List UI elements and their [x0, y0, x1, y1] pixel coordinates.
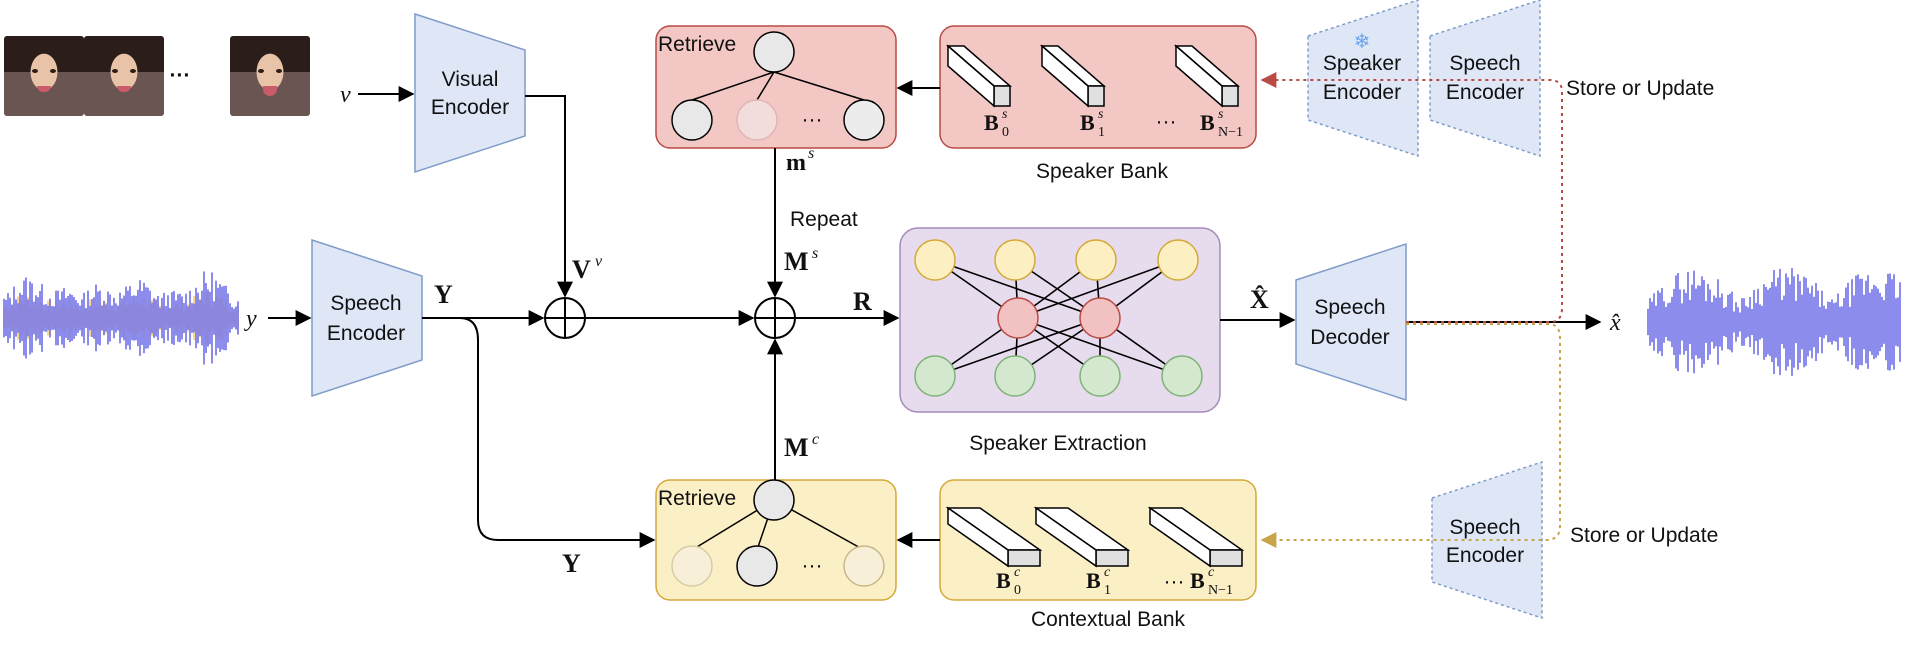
output-neuron: [1079, 355, 1121, 397]
hidden-neuron: [1079, 297, 1121, 339]
ms-sup: s: [808, 145, 814, 162]
frames-ellipsis: ···: [170, 64, 191, 87]
speaker-encoder-label-1: Speaker: [1323, 52, 1401, 75]
speaker-retrieve-label: Retrieve: [658, 33, 736, 56]
contextual-retrieve-node-faded: [671, 545, 713, 587]
Bc1-sup: c: [1104, 565, 1111, 580]
contextual-retrieve-root-node: [753, 479, 795, 521]
V-sup: v: [595, 253, 603, 270]
speech-decoder-label-2: Decoder: [1310, 326, 1389, 349]
speech-encoder-top-label-2: Encoder: [1446, 81, 1524, 104]
speech-encoder-input: [311, 238, 423, 398]
speech-encoder-top: [1429, 0, 1541, 158]
BcN-sup: c: [1208, 565, 1215, 580]
speaker-encoder-label-2: Encoder: [1323, 81, 1401, 104]
Bs1-symbol: B: [1080, 110, 1095, 135]
BsN-sup: s: [1218, 107, 1224, 122]
Bc0-sup: c: [1014, 565, 1021, 580]
R-symbol: R: [853, 287, 872, 316]
face-frame-2: [84, 36, 164, 116]
visual-encoder: [414, 12, 526, 174]
speaker-store-update-path: [1260, 72, 1563, 323]
Ms-symbol: M: [784, 247, 809, 276]
contextual-retrieve-ellipsis: ···: [802, 554, 823, 577]
BsN-sub: N−1: [1218, 125, 1243, 140]
speech-encoder-top-label-1: Speech: [1449, 52, 1520, 75]
speaker-extraction-label: Speaker Extraction: [969, 432, 1146, 455]
output-neuron: [1161, 355, 1203, 397]
face-frame-1: [4, 36, 84, 116]
v-symbol: v: [340, 82, 351, 108]
speech-decoder-label-1: Speech: [1314, 296, 1385, 319]
speech-encoder-input-label-1: Speech: [330, 292, 401, 315]
speech-decoder: [1295, 242, 1407, 402]
input-neuron: [1075, 239, 1117, 281]
Ms-sup: s: [812, 245, 818, 262]
contextual-retrieve-node-faded: [843, 545, 885, 587]
Mc-sup: c: [812, 431, 819, 448]
Bc0-sub: 0: [1014, 583, 1021, 598]
contextual-bank-ellipsis: ···: [1164, 570, 1185, 593]
speaker-bank-label: Speaker Bank: [1036, 160, 1168, 183]
output-waveform: [1647, 268, 1901, 376]
speaker-encoder: [1307, 0, 1419, 158]
BcN-symbol: B: [1190, 568, 1205, 593]
speech-encoder-bottom-label-2: Encoder: [1446, 544, 1524, 567]
Bs1-sub: 1: [1098, 125, 1105, 140]
contextual-retrieve-node: [736, 545, 778, 587]
speaker-bank-ellipsis: ···: [1156, 110, 1177, 133]
input-waveform: [3, 271, 239, 365]
BsN-symbol: B: [1200, 110, 1215, 135]
speech-encoder-bottom-label-1: Speech: [1449, 516, 1520, 539]
V-symbol: V: [572, 255, 591, 284]
hidden-neuron: [997, 297, 1039, 339]
Mc-symbol: M: [784, 433, 809, 462]
speech-encoder-bottom: [1431, 460, 1543, 620]
speaker-retrieve-node-faded: [736, 99, 778, 141]
contextual-bank-block-n: [1147, 506, 1245, 568]
speaker-bank-block-1: [1039, 44, 1107, 108]
Bs0-symbol: B: [984, 110, 999, 135]
Bs0-sub: 0: [1002, 125, 1009, 140]
contextual-bank-block-0: [945, 506, 1043, 568]
face-frame-n: [230, 36, 310, 116]
Bs0-sup: s: [1002, 107, 1008, 122]
speaker-retrieve-node: [671, 99, 713, 141]
visual-encoder-label-1: Visual: [442, 68, 499, 91]
visual-encoder-label-2: Encoder: [431, 96, 509, 119]
speaker-retrieve-node: [843, 99, 885, 141]
store-update-label-top: Store or Update: [1566, 77, 1714, 100]
input-neuron: [914, 239, 956, 281]
x-hat-output: x̂: [1609, 310, 1621, 336]
visual-to-fusion-arrow: [525, 95, 573, 298]
snowflake-icon: ❄: [1354, 29, 1371, 53]
input-neuron: [994, 239, 1036, 281]
speaker-bank-block-0: [945, 44, 1013, 108]
output-neuron: [994, 355, 1036, 397]
repeat-label: Repeat: [790, 208, 858, 231]
Bc0-symbol: B: [996, 568, 1011, 593]
speaker-retrieve-root-node: [753, 31, 795, 73]
contextual-bank-block-1: [1033, 506, 1131, 568]
Y-symbol-top: Y: [434, 280, 453, 309]
contextual-bank-label: Contextual Bank: [1031, 608, 1186, 631]
store-update-label-bottom: Store or Update: [1570, 524, 1718, 547]
Bc1-symbol: B: [1086, 568, 1101, 593]
speaker-bank-block-n: [1173, 44, 1241, 108]
Bs1-sup: s: [1098, 107, 1104, 122]
Y-symbol-bottom: Y: [562, 549, 581, 578]
contextual-retrieve-label: Retrieve: [658, 487, 736, 510]
speech-encoder-input-label-2: Encoder: [327, 322, 405, 345]
input-neuron: [1157, 239, 1199, 281]
y-to-contextual-retrieve-arrow: [459, 317, 656, 548]
Bc1-sub: 1: [1104, 583, 1111, 598]
speaker-retrieve-ellipsis: ···: [802, 108, 823, 131]
output-neuron: [914, 355, 956, 397]
X-hat-symbol: X̂: [1250, 285, 1269, 314]
ms-symbol: m: [786, 150, 806, 176]
BcN-sub: N−1: [1208, 583, 1233, 598]
y-symbol: y: [244, 306, 257, 332]
